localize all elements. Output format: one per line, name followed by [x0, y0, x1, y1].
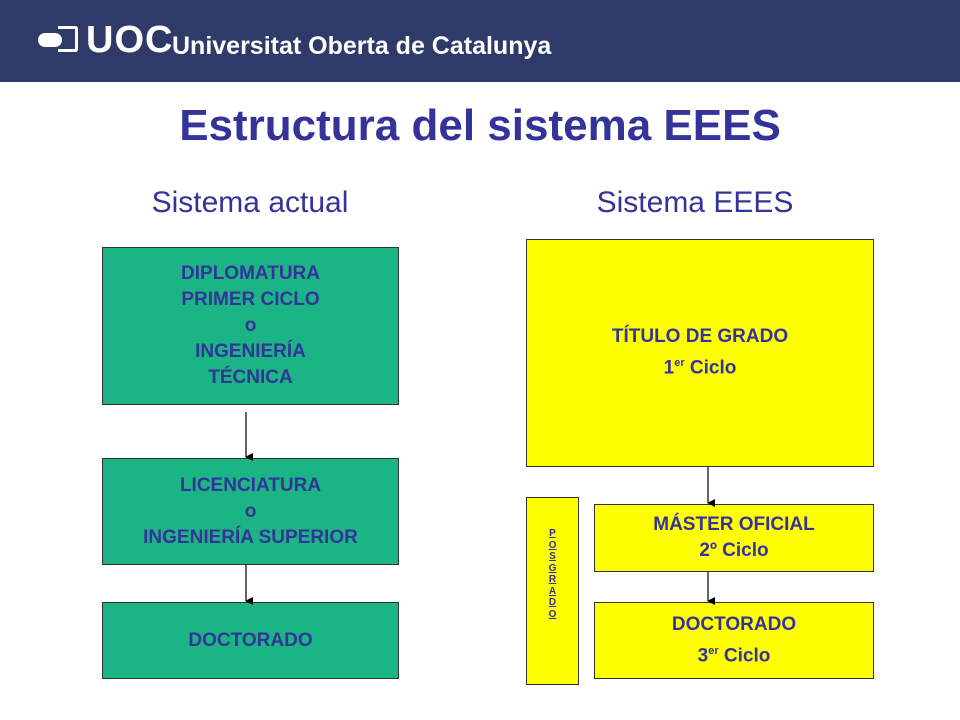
uoc-logo-icon [38, 33, 62, 47]
titulo-grado-box: TÍTULO DE GRADO 1er Ciclo [526, 239, 874, 467]
uoc-logo-bracket-icon [58, 26, 78, 52]
box-line: INGENIERÍA SUPERIOR [143, 526, 358, 548]
box-line: PRIMER CICLO [181, 289, 320, 310]
doctorado-eees-box: DOCTORADO 3er Ciclo [594, 602, 874, 679]
licenciatura-box: LICENCIATURA o INGENIERÍA SUPERIOR [102, 458, 399, 565]
master-oficial-box: MÁSTER OFICIAL 2º Ciclo [594, 504, 874, 572]
left-column-heading: Sistema actual [151, 186, 349, 219]
posgrado-vertical-label: P O S G R A D O [548, 528, 557, 620]
diplomatura-box: DIPLOMATURA PRIMER CICLO o INGENIERÍA TÉ… [102, 247, 399, 405]
master-cycle: 2º Ciclo [699, 540, 769, 561]
header-bar: UOC Universitat Oberta de Catalunya [0, 0, 960, 82]
titulo-grado-cycle: 1er Ciclo [663, 357, 737, 379]
box-line: LICENCIATURA [179, 474, 322, 496]
doctorado-eees-cycle: 3er Ciclo [697, 644, 771, 667]
box-line: DOCTORADO [188, 629, 313, 651]
logo-text: UOC [86, 19, 174, 61]
slide-title: Estructura del sistema EEES [179, 101, 781, 150]
box-line: DIPLOMATURA [181, 263, 320, 284]
box-line: o [244, 500, 257, 522]
right-column-heading: Sistema EEES [596, 186, 794, 219]
university-name: Universitat Oberta de Catalunya [172, 32, 552, 60]
box-line: TÉCNICA [208, 367, 293, 388]
box-line: o [244, 315, 257, 336]
posgrado-box: P O S G R A D O [526, 497, 579, 685]
master-label: MÁSTER OFICIAL [653, 514, 815, 535]
doctorado-eees-label: DOCTORADO [671, 613, 797, 635]
titulo-grado-label: TÍTULO DE GRADO [611, 326, 789, 348]
doctorado-actual-box: DOCTORADO [102, 602, 399, 679]
box-line: INGENIERÍA [195, 341, 306, 362]
